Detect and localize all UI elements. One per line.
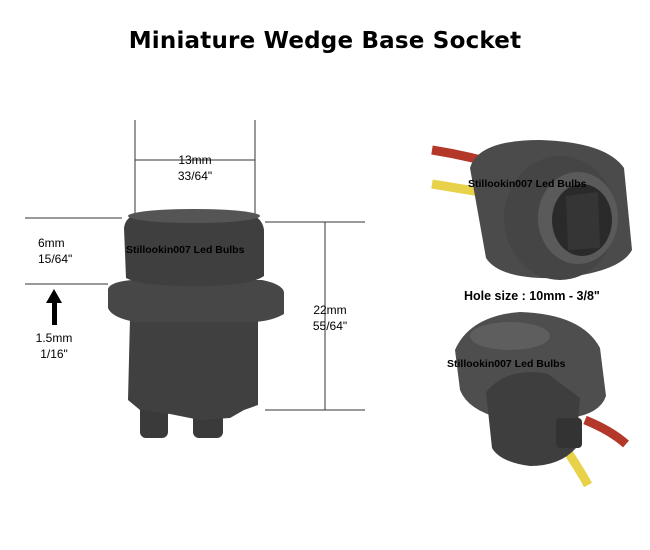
diagram-watermark: Stillookin007 Led Bulbs	[126, 244, 245, 256]
photo-bottom-socket	[455, 312, 606, 466]
up-arrow-icon	[46, 289, 62, 325]
total-height-mm-label: 22mm	[313, 303, 347, 317]
top-height-mm-label: 6mm	[38, 236, 65, 250]
total-height-in-label: 55/64"	[312, 319, 348, 333]
photo-top-socket	[470, 140, 632, 280]
photo-bottom-watermark: Stillookin007 Led Bulbs	[447, 358, 566, 370]
flange-mm-label: 1.5mm	[35, 331, 73, 345]
width-in-label: 33/64"	[177, 169, 213, 183]
socket-drawing	[108, 209, 284, 438]
hole-size-caption: Hole size : 10mm - 3/8"	[464, 289, 600, 303]
dimension-lines	[25, 120, 365, 411]
width-mm-label: 13mm	[178, 153, 212, 167]
page-title: Miniature Wedge Base Socket	[128, 28, 522, 54]
photo-top-watermark: Stillookin007 Led Bulbs	[468, 178, 587, 190]
top-height-in-label: 15/64"	[38, 252, 73, 266]
flange-in-label: 1/16"	[40, 347, 68, 361]
